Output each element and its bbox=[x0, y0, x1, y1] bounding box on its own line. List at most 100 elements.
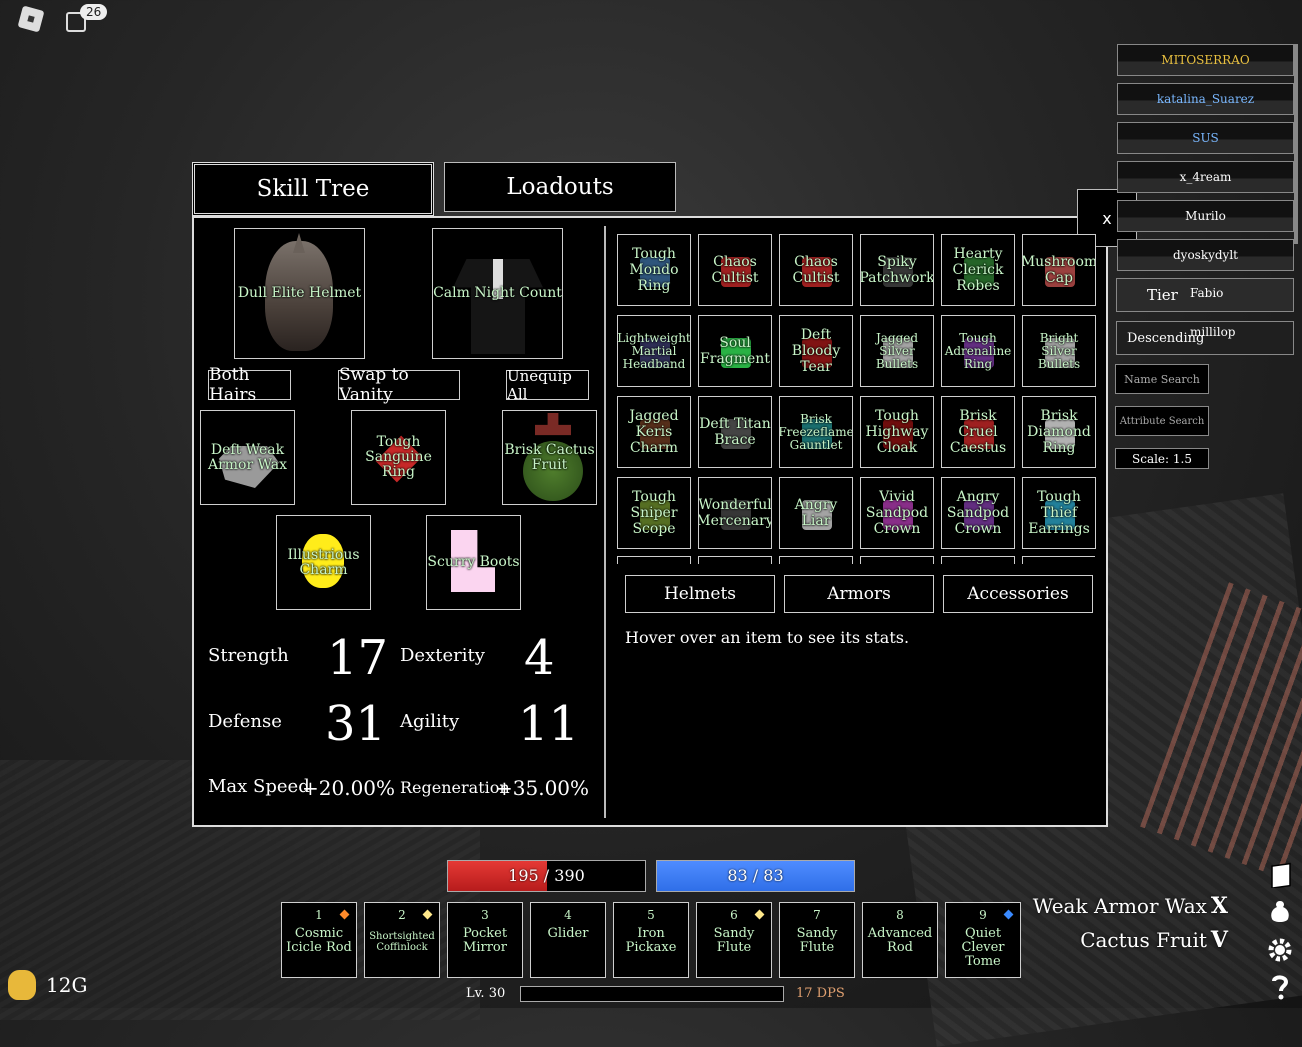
cactus-fruit-icon bbox=[523, 441, 583, 501]
item-icon bbox=[640, 500, 670, 530]
name-search-input[interactable]: Name Search bbox=[1115, 364, 1209, 394]
roblox-menu-icon[interactable] bbox=[17, 5, 45, 33]
swap-vanity-button[interactable]: Swap to Vanity bbox=[338, 365, 460, 405]
attribute-search-input[interactable]: Attribute Search bbox=[1115, 406, 1209, 436]
equipped-ability-1-name: Weak Armor Wax bbox=[1032, 894, 1207, 918]
player-list-item[interactable]: SUS bbox=[1117, 122, 1294, 154]
health-bar-text: 195 / 390 bbox=[508, 866, 585, 885]
slot-label: Calm Night Count bbox=[433, 285, 562, 301]
armor-icon bbox=[453, 259, 543, 354]
player-list-item[interactable]: Murilo bbox=[1117, 200, 1294, 232]
inventory-item[interactable]: Wonderful Mercenary bbox=[698, 477, 772, 549]
regeneration-value: +35.00% bbox=[496, 776, 590, 800]
inventory-item[interactable]: Tough Adrenaline Ring bbox=[941, 315, 1015, 387]
inventory-item[interactable]: Chaos Cultist bbox=[779, 234, 853, 306]
panel-divider bbox=[604, 226, 606, 818]
inventory-item[interactable]: Hearty Clerick Robes bbox=[941, 234, 1015, 306]
inventory-item[interactable]: Jagged Keris Charm bbox=[617, 396, 691, 468]
player-list-item[interactable]: dyoskydylt bbox=[1117, 239, 1294, 271]
inventory-item[interactable]: Tough Sniper Scope bbox=[617, 477, 691, 549]
inventory-item[interactable]: Spiky Patchwork bbox=[860, 234, 934, 306]
unequip-all-button[interactable]: Unequip All bbox=[506, 367, 589, 403]
player-list-item[interactable]: millilop bbox=[1190, 325, 1236, 339]
tab-loadouts[interactable]: Loadouts bbox=[444, 162, 676, 212]
inventory-item[interactable]: Bright Silver Bullets bbox=[1022, 315, 1096, 387]
inventory-item[interactable]: Tough Highway Cloak bbox=[860, 396, 934, 468]
chat-icon[interactable] bbox=[66, 12, 86, 32]
slot-label: Illustrious Charm bbox=[287, 546, 360, 578]
item-icon bbox=[964, 419, 994, 449]
inventory-item-label: Tough Thief Earrings bbox=[1028, 489, 1090, 537]
inventory-item[interactable]: Soul Fragment bbox=[698, 315, 772, 387]
inventory-item[interactable]: Mushroom Cap bbox=[1022, 234, 1096, 306]
accessory-slot-3[interactable]: Brisk Cactus Fruit bbox=[502, 410, 597, 505]
category-helmets-button[interactable]: Helmets bbox=[625, 575, 775, 613]
accessory-slot-2[interactable]: Tough Sanguine Ring bbox=[351, 410, 446, 505]
player-list-item[interactable]: Fabio bbox=[1190, 286, 1224, 300]
strength-value: 17 bbox=[327, 630, 389, 686]
sort-order-dropdown[interactable]: Descending bbox=[1116, 321, 1294, 355]
inventory-item[interactable]: Chaos Cultist bbox=[698, 234, 772, 306]
inventory-item[interactable]: Vivid Sandpod Crown bbox=[860, 477, 934, 549]
both-hairs-button[interactable]: Both Hairs bbox=[208, 365, 291, 405]
hotbar-slot-label: Iron Pickaxe bbox=[625, 926, 677, 955]
item-icon bbox=[802, 500, 832, 530]
item-icon bbox=[1045, 338, 1075, 368]
inventory-item-label: Deft Titan Brace bbox=[699, 416, 771, 448]
category-armors-button[interactable]: Armors bbox=[784, 575, 934, 613]
item-icon bbox=[640, 338, 670, 368]
hotbar-slot-number: 1 bbox=[315, 908, 323, 922]
player-list-item[interactable]: MITOSERRAO bbox=[1117, 44, 1294, 76]
inventory-item[interactable]: Tough Thief Earrings bbox=[1022, 477, 1096, 549]
sort-tier-label: Tier bbox=[1147, 286, 1178, 304]
hover-hint: Hover over an item to see its stats. bbox=[625, 628, 910, 647]
inventory-item[interactable]: Angry Liar bbox=[779, 477, 853, 549]
inventory-item[interactable]: Angry Sandpod Crown bbox=[941, 477, 1015, 549]
helmet-slot[interactable]: Dull Elite Helmet bbox=[234, 228, 365, 359]
gold-display: 12G bbox=[8, 970, 87, 1000]
inventory-item[interactable]: Tough Mondo Ring bbox=[617, 234, 691, 306]
tab-skill-tree[interactable]: Skill Tree bbox=[192, 162, 434, 216]
inventory-item[interactable]: Deft Bloody Tear bbox=[779, 315, 853, 387]
hotbar-slot-label: Shortsighted Coffinlock bbox=[369, 931, 435, 953]
sort-tier-dropdown[interactable]: Tier bbox=[1116, 278, 1294, 312]
bag-icon[interactable] bbox=[1266, 898, 1294, 926]
category-accessories-button[interactable]: Accessories bbox=[943, 575, 1093, 613]
accessory-slot-1[interactable]: Deft Weak Armor Wax bbox=[200, 410, 295, 505]
inventory-item-label: Angry Liar bbox=[794, 497, 838, 529]
player-list-scrollbar[interactable] bbox=[1294, 44, 1298, 244]
help-icon[interactable] bbox=[1266, 972, 1294, 1000]
accessory-slot-4[interactable]: Illustrious Charm bbox=[276, 515, 371, 610]
player-list-item[interactable]: x_4ream bbox=[1117, 161, 1294, 193]
hotbar-slot-label: Quiet Clever Tome bbox=[961, 926, 1005, 969]
inventory-item[interactable]: Jagged Silver Bullets bbox=[860, 315, 934, 387]
mana-bar-text: 83 / 83 bbox=[727, 866, 784, 885]
slot-label: Brisk Cactus Fruit bbox=[504, 441, 595, 473]
journal-icon[interactable] bbox=[1266, 860, 1294, 888]
inventory-item[interactable]: Brisk Cruel Caestus bbox=[941, 396, 1015, 468]
inventory-item[interactable]: Deft Titan Brace bbox=[698, 396, 772, 468]
max-speed-value: +20.00% bbox=[302, 776, 396, 800]
item-icon bbox=[640, 257, 670, 287]
inventory-item[interactable]: Brisk Diamond Ring bbox=[1022, 396, 1096, 468]
inventory-item[interactable]: Lightweight Martial Headband bbox=[617, 315, 691, 387]
gear-icon[interactable] bbox=[1266, 936, 1294, 964]
money-bag-icon bbox=[8, 970, 36, 1000]
armor-slot[interactable]: Calm Night Count bbox=[432, 228, 563, 359]
scale-control[interactable]: Scale: 1.5 bbox=[1115, 448, 1209, 469]
inventory-item-label: Tough Sniper Scope bbox=[630, 489, 678, 537]
inventory-item[interactable]: Brisk Freezeflame Gauntlet bbox=[779, 396, 853, 468]
item-icon bbox=[721, 419, 751, 449]
accessory-slot-5[interactable]: Scurry Boots bbox=[426, 515, 521, 610]
player-list-item[interactable]: katalina_Suarez bbox=[1117, 83, 1294, 115]
